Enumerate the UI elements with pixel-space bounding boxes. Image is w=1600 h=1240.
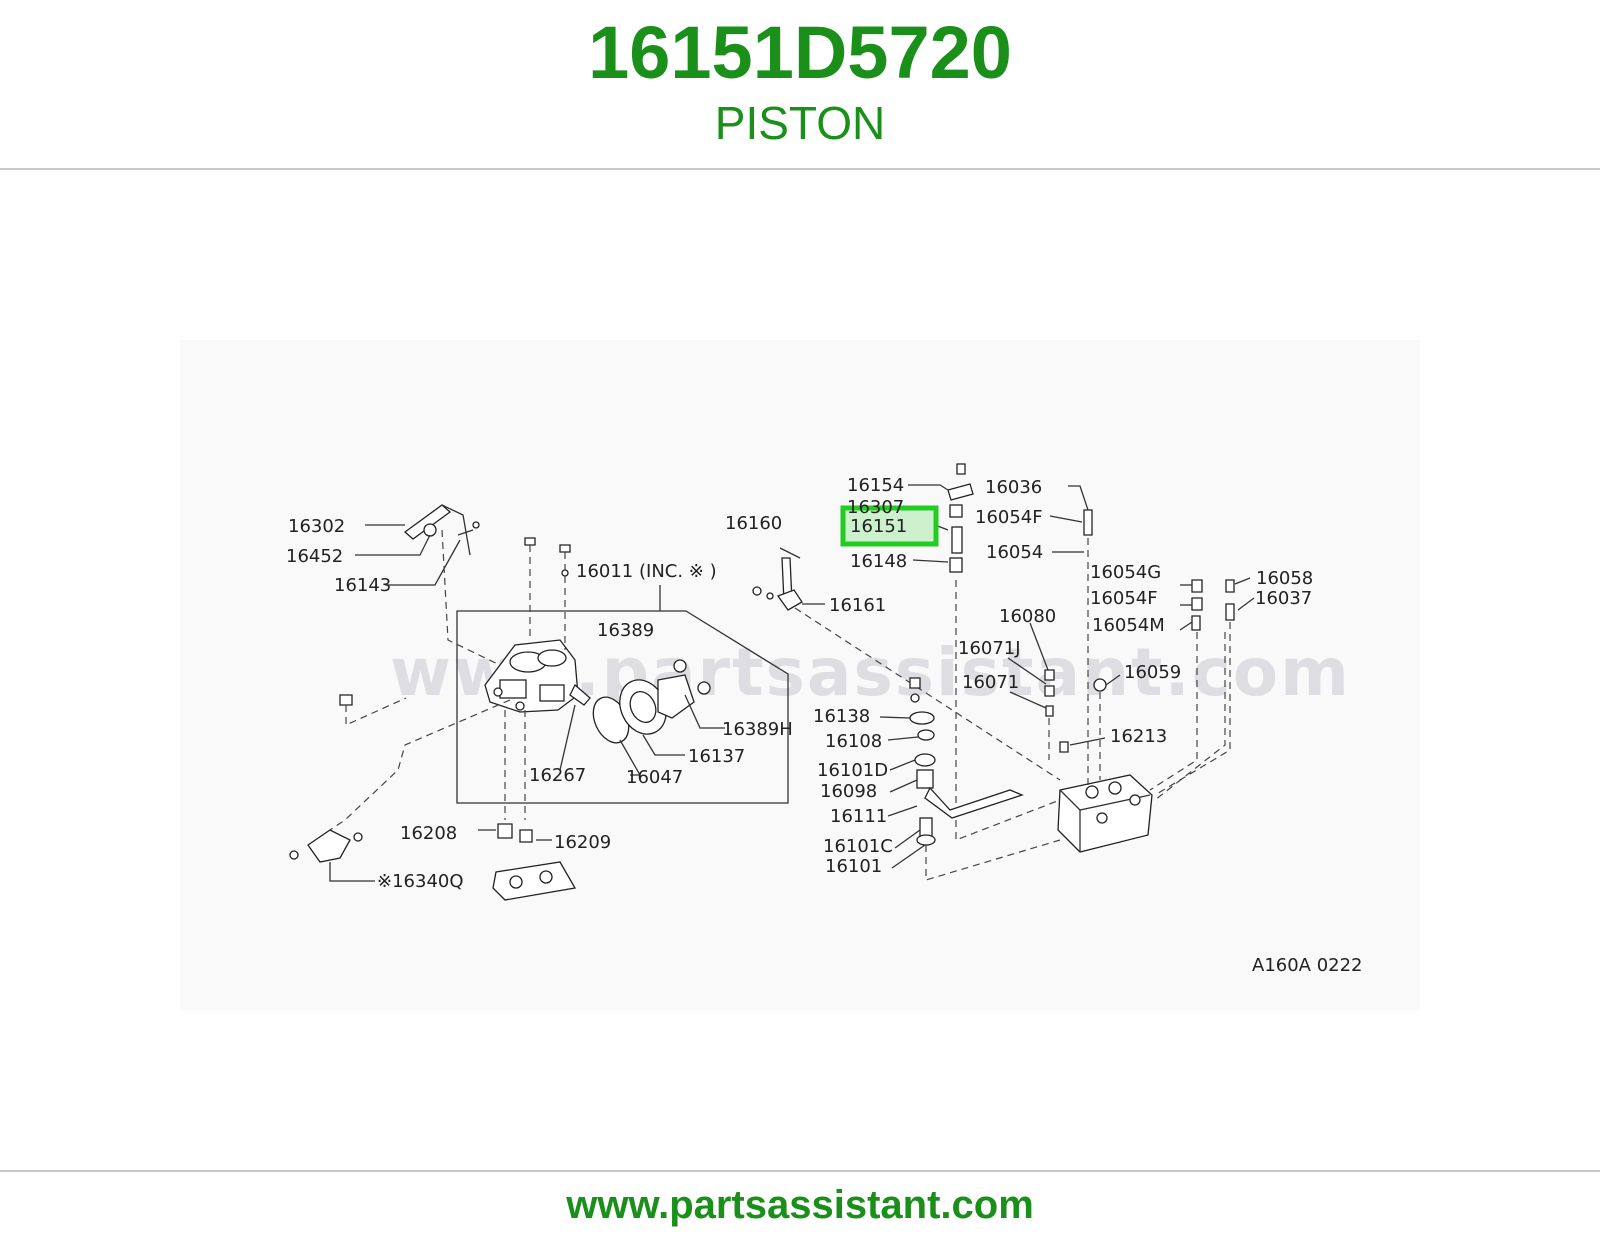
page-header: 16151D5720 PISTON (0, 0, 1600, 170)
label-16213: 16213 (1110, 726, 1167, 747)
label-16058: 16058 (1256, 568, 1313, 589)
label-16137: 16137 (688, 746, 745, 767)
inlet-elbow (289, 829, 363, 863)
label-16111: 16111 (830, 806, 887, 827)
label-16148: 16148 (850, 551, 907, 572)
label-16071j: 16071J (958, 638, 1021, 659)
label-16154: 16154 (847, 475, 904, 496)
base-gasket (492, 861, 577, 901)
parts-diagram-panel: www.partsassistant.com (180, 340, 1420, 1010)
label-16080: 16080 (999, 606, 1056, 627)
label-16101d: 16101D (817, 760, 888, 781)
part-name-subtitle: PISTON (714, 97, 886, 149)
carburetor-body (484, 639, 591, 713)
label-16054f-top: 16054F (975, 507, 1043, 528)
float-chamber-body (1057, 774, 1153, 853)
label-16059: 16059 (1124, 662, 1181, 683)
label-16054m: 16054M (1092, 615, 1165, 636)
label-16071: 16071 (962, 672, 1019, 693)
label-16054f: 16054F (1090, 588, 1158, 609)
label-16047: 16047 (626, 767, 683, 788)
footer-website-link[interactable]: www.partsassistant.com (566, 1183, 1034, 1227)
label-16208: 16208 (400, 823, 457, 844)
label-16011: 16011 (INC. ※ ) (576, 561, 717, 582)
label-16340q: ※16340Q (377, 871, 464, 892)
piston-part-16151 (951, 526, 963, 554)
label-16036: 16036 (985, 477, 1042, 498)
accelerator-pump-stack (909, 677, 1024, 846)
label-16108: 16108 (825, 731, 882, 752)
label-16101: 16101 (825, 856, 882, 877)
label-16138: 16138 (813, 706, 870, 727)
label-16302: 16302 (288, 516, 345, 537)
label-16161: 16161 (829, 595, 886, 616)
part-number-title: 16151D5720 (588, 11, 1012, 94)
label-16151: 16151 (850, 516, 907, 537)
label-16098: 16098 (820, 781, 877, 802)
header-divider (0, 168, 1600, 170)
diaphragm-assembly (592, 659, 725, 744)
label-16389: 16389 (597, 620, 654, 641)
label-16389h: 16389H (722, 719, 793, 740)
piston-stack (947, 463, 974, 573)
label-16452: 16452 (286, 546, 343, 567)
label-16307: 16307 (847, 497, 904, 518)
highlight-box-16151 (840, 505, 939, 547)
label-16143: 16143 (334, 575, 391, 596)
label-16037: 16037 (1255, 588, 1312, 609)
label-16054: 16054 (986, 542, 1043, 563)
throttle-linkage (403, 504, 480, 556)
footer-divider (0, 1170, 1600, 1172)
label-16101c: 16101C (823, 836, 893, 857)
label-16160: 16160 (725, 513, 782, 534)
inset-box (456, 610, 789, 804)
exploded-parts-diagram: www.partsassistant.com (286, 463, 1363, 976)
label-16209: 16209 (554, 832, 611, 853)
label-16054g: 16054G (1090, 562, 1161, 583)
diagram-code: A160A 0222 (1252, 955, 1363, 976)
label-16267: 16267 (529, 765, 586, 786)
